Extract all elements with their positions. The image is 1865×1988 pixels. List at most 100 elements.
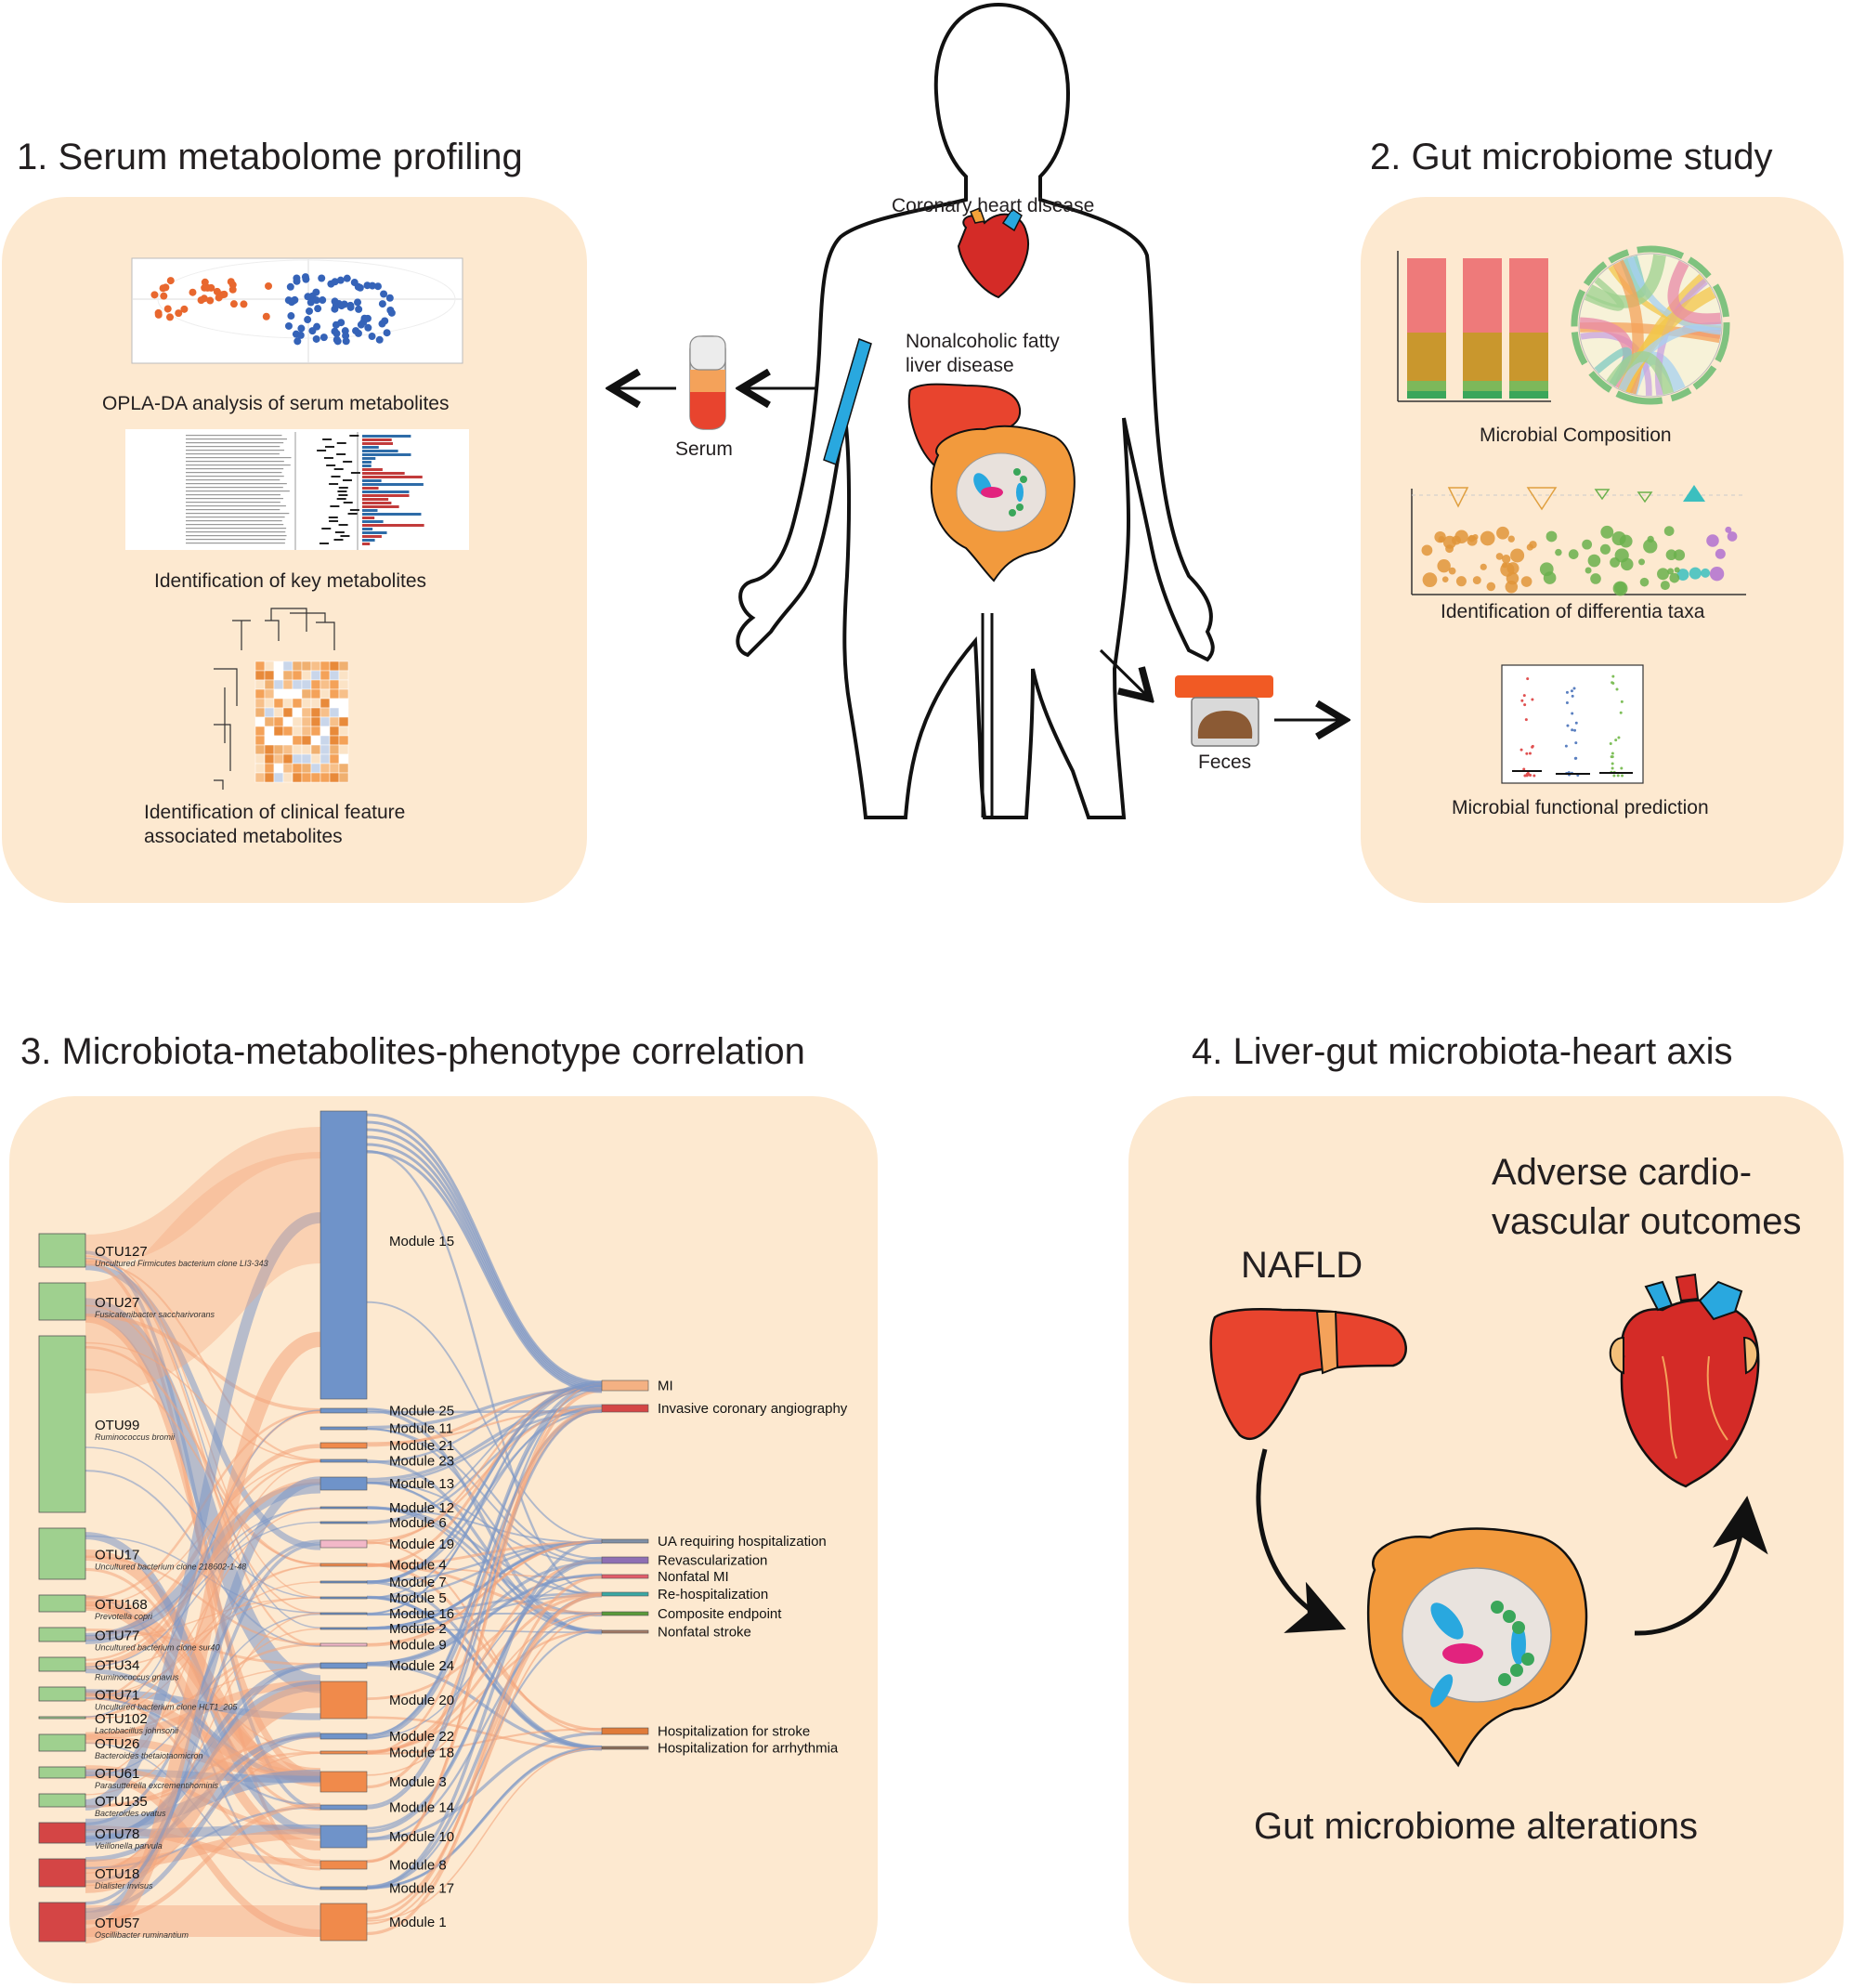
clinical-heatmap-thumbnail [214,608,349,790]
sankey-link-module-outcome [366,1746,603,1890]
metabolite-bar [362,438,392,441]
module-node [320,1110,368,1400]
opls-point-blue [318,274,326,282]
vein-icon [823,338,872,465]
metabolite-bar [362,520,384,523]
metabolite-bar [362,524,424,527]
otu-node [38,1686,86,1702]
sankey-link-otu-module [85,1742,321,1890]
opls-point-blue [331,278,339,286]
taxa-point [1568,549,1579,559]
opls-point-blue [346,303,355,311]
metabolite-bar [362,513,422,516]
metabolite-label-line [186,476,284,477]
otu-node [38,1902,86,1942]
metabolite-vip [322,438,333,440]
metabolite-label-line [186,468,284,470]
function-point [1566,724,1570,727]
heatmap-cell [292,763,303,774]
metabolite-bar [362,543,371,545]
heatmap-cell [282,735,293,746]
sankey-link-otu-module [85,1409,321,1718]
heatmap-cell [301,660,312,672]
module-label: Module 22 [389,1729,454,1745]
opls-point-orange [203,283,212,292]
taxa-point [1441,576,1449,583]
heatmap-cell [320,772,331,783]
opls-point-blue [386,307,395,315]
heatmap-cell [264,707,275,718]
metabolite-label-line [186,461,284,463]
heatmap-cell [310,753,321,765]
heatmap-cell [254,707,266,718]
arrow-body-to-feces [1099,648,1150,699]
opls-point-orange [201,278,209,286]
module-label: Module 7 [389,1575,447,1590]
outcome-node [601,1727,649,1735]
heatmap-cell [273,735,284,746]
heatmap-cell [273,772,284,783]
sankey-link-module-outcome [366,1663,603,1749]
metabolite-vip [343,502,353,504]
heatmap-cell [282,679,293,690]
otu-species-label: Uncultured bacterium clone 218602-1-48 [95,1563,246,1572]
outcome-label: Hospitalization for arrhythmia [658,1741,839,1757]
module-label: Module 23 [389,1454,454,1470]
otu-node [38,1822,86,1844]
taxa-point [1437,558,1451,573]
metabolite-label-line [186,438,287,440]
sankey-link-module-outcome [366,1507,603,1544]
heatmap-cell [301,726,312,737]
metabolite-label-line [186,446,280,448]
opls-point-blue [368,333,376,341]
module-label: Module 21 [389,1438,454,1454]
opls-point-orange [262,312,270,320]
sankey-link-otu-module [85,1127,321,1266]
heatmap-cell [329,763,340,774]
taxa-point [1480,530,1495,546]
metabolite-vip [323,457,333,459]
heatmap-cell [338,726,349,737]
metabolite-vip [326,464,336,466]
metabolite-vip [343,461,353,463]
function-point [1573,756,1577,760]
module-label: Module 5 [389,1590,447,1606]
otu-label: OTU26 [95,1736,139,1752]
heatmap-cell [273,716,284,727]
label-adverse-line1: Adverse cardio- [1492,1152,1753,1193]
opls-point-blue [355,305,363,313]
taxa-point [1706,534,1719,547]
heading-correlation: 3. Microbiota-metabolites-phenotype corr… [20,1031,805,1072]
function-point [1611,762,1614,765]
heatmap-cell [338,772,349,783]
metabolite-bar [362,487,379,490]
heatmap-cell [338,688,349,700]
taxa-point [1619,534,1633,548]
heatmap-cell [301,744,312,755]
function-point [1564,744,1568,748]
heatmap-cell [329,707,340,718]
taxa-point [1585,567,1592,574]
heatmap-cell [264,716,275,727]
sankey-link-module-outcome [366,1409,603,1810]
taxa-point [1676,569,1689,581]
function-point [1523,774,1527,778]
heatmap-cell [338,698,349,709]
taxa-point [1638,558,1646,566]
metabolite-label-line [186,539,286,541]
heatmap-cell [254,670,266,681]
label-adverse-line2: vascular outcomes [1492,1201,1802,1242]
sankey-link-module-outcome [366,1539,603,1890]
heatmap-cell [301,707,312,718]
heatmap-cell [320,698,331,709]
heatmap-cell [320,660,331,672]
opls-point-blue [356,283,364,292]
sankey-link-module-outcome [366,1404,603,1482]
function-point [1525,774,1529,778]
heatmap-cell [264,735,275,746]
sankey-link-module-outcome [366,1628,603,1753]
metabolite-vip [340,535,350,537]
otu-species-label: Dialister invisus [95,1881,153,1890]
heatmap-cell [292,744,303,755]
sankey-link-module-outcome [366,1591,603,1616]
